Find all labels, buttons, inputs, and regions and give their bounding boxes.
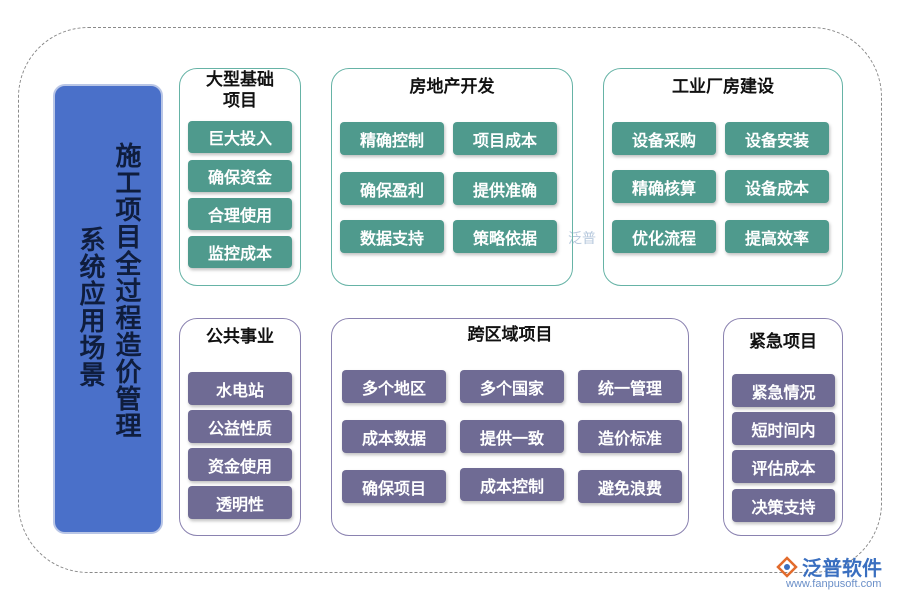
- side-title-line2: 系统应用场景: [75, 226, 105, 388]
- panel-title-cross-region: 跨区域项目: [467, 325, 553, 345]
- chip-pub-2: 公益性质: [188, 410, 292, 443]
- panel-cross-region: 跨区域项目 多个地区 多个国家 统一管理 成本数据 提供一致 造价标准 确保项目…: [331, 318, 689, 536]
- panel-public: 公共事业 水电站 公益性质 资金使用 透明性: [179, 318, 301, 536]
- chip-ind-5: 优化流程: [612, 220, 716, 253]
- panel-infrastructure: 大型基础 项目 巨大投入 确保资金 合理使用 监控成本: [179, 68, 301, 286]
- chip-cr-4: 成本数据: [342, 420, 446, 453]
- brand-url: www.fanpusoft.com: [786, 578, 882, 590]
- panel-real-estate: 房地产开发 精确控制 项目成本 确保盈利 提供准确 数据支持 策略依据: [331, 68, 573, 286]
- chip-infra-4: 监控成本: [188, 236, 292, 268]
- chip-infra-2: 确保资金: [188, 160, 292, 192]
- chip-cr-2: 多个国家: [460, 370, 564, 403]
- chip-cr-5: 提供一致: [460, 420, 564, 453]
- panel-title-infrastructure: 大型基础 项目: [206, 70, 274, 111]
- chip-cr-6: 造价标准: [578, 420, 682, 453]
- brand-mark-icon: [776, 555, 798, 578]
- chip-ind-2: 设备安装: [725, 122, 829, 155]
- chip-ind-6: 提高效率: [725, 220, 829, 253]
- brand-name: 泛普软件: [802, 556, 882, 580]
- chip-re-1: 精确控制: [340, 122, 444, 155]
- chip-ind-4: 设备成本: [725, 170, 829, 203]
- panel-title-real-estate: 房地产开发: [409, 77, 495, 97]
- panel-title-public: 公共事业: [206, 327, 274, 347]
- chip-cr-8: 成本控制: [460, 468, 564, 501]
- chip-cr-7: 确保项目: [342, 470, 446, 503]
- chip-cr-3: 统一管理: [578, 370, 682, 403]
- chip-em-2: 短时间内: [732, 412, 835, 445]
- chip-cr-9: 避免浪费: [578, 470, 682, 503]
- chip-cr-1: 多个地区: [342, 370, 446, 403]
- outer-dashed-frame: [18, 27, 882, 573]
- panel-industrial: 工业厂房建设 设备采购 设备安装 精确核算 设备成本 优化流程 提高效率: [603, 68, 843, 286]
- chip-em-3: 评估成本: [732, 450, 835, 483]
- brand-logo: 泛普软件: [776, 552, 882, 581]
- chip-ind-3: 精确核算: [612, 170, 716, 203]
- chip-infra-3: 合理使用: [188, 198, 292, 230]
- chip-re-3: 确保盈利: [340, 172, 444, 205]
- chip-em-4: 决策支持: [732, 489, 835, 522]
- chip-pub-1: 水电站: [188, 372, 292, 405]
- chip-pub-4: 透明性: [188, 486, 292, 519]
- chip-re-6: 策略依据: [453, 220, 557, 253]
- panel-emergency: 紧急项目 紧急情况 短时间内 评估成本 决策支持: [723, 318, 843, 536]
- chip-re-2: 项目成本: [453, 122, 557, 155]
- panel-title-industrial: 工业厂房建设: [672, 77, 774, 97]
- chip-re-4: 提供准确: [453, 172, 557, 205]
- watermark-mid: 泛普: [568, 231, 596, 247]
- chip-ind-1: 设备采购: [612, 122, 716, 155]
- side-title-block: 施工项目全过程造价管理 系统应用场景: [53, 84, 163, 534]
- side-title-line1: 施工项目全过程造价管理: [111, 142, 141, 439]
- chip-pub-3: 资金使用: [188, 448, 292, 481]
- chip-infra-1: 巨大投入: [188, 121, 292, 153]
- panel-title-emergency: 紧急项目: [749, 332, 817, 352]
- chip-em-1: 紧急情况: [732, 374, 835, 407]
- chip-re-5: 数据支持: [340, 220, 444, 253]
